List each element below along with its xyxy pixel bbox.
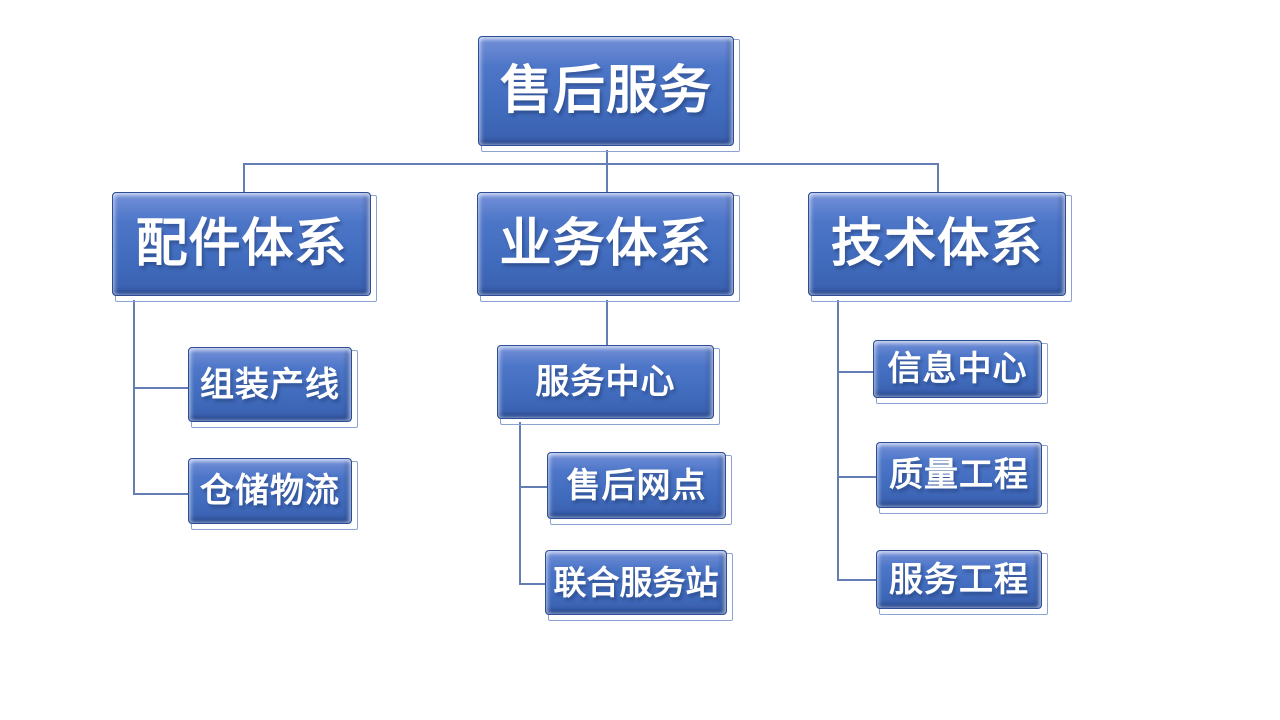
node-face: 仓储物流 xyxy=(188,458,352,524)
node-face: 配件体系 xyxy=(112,192,371,296)
node-aftersales-outlets[interactable]: 售后网点 xyxy=(547,452,732,525)
node-label: 联合服务站 xyxy=(553,564,719,601)
node-business-system[interactable]: 业务体系 xyxy=(477,192,740,302)
connector-quality-stub xyxy=(837,476,876,478)
node-tech-system[interactable]: 技术体系 xyxy=(808,192,1072,302)
node-face: 服务中心 xyxy=(497,345,714,419)
connector-branch3-drop xyxy=(937,163,939,192)
node-face: 联合服务站 xyxy=(545,550,727,615)
node-label: 技术体系 xyxy=(830,215,1043,273)
node-face: 售后服务 xyxy=(478,36,734,146)
connector-info-center-stub xyxy=(837,371,873,373)
node-joint-service-station[interactable]: 联合服务站 xyxy=(545,550,733,621)
node-label: 仓储物流 xyxy=(200,472,340,510)
node-face: 售后网点 xyxy=(547,452,726,519)
node-after-sales-service[interactable]: 售后服务 xyxy=(478,36,740,152)
node-label: 质量工程 xyxy=(889,456,1029,494)
node-assembly-line[interactable]: 组装产线 xyxy=(188,347,358,428)
node-service-engineering[interactable]: 服务工程 xyxy=(876,550,1048,615)
node-service-center[interactable]: 服务中心 xyxy=(497,345,720,425)
node-label: 组装产线 xyxy=(200,365,340,404)
node-info-center[interactable]: 信息中心 xyxy=(873,340,1048,404)
connector-assembly-line-stub xyxy=(133,387,188,389)
node-label: 业务体系 xyxy=(499,215,712,273)
connector-root-drop xyxy=(606,150,608,164)
connector-service-center-spine xyxy=(519,422,521,585)
node-face: 业务体系 xyxy=(477,192,734,296)
connector-joint-station-stub xyxy=(519,583,545,585)
node-face: 信息中心 xyxy=(873,340,1042,398)
node-label: 售后网点 xyxy=(566,466,707,505)
node-label: 配件体系 xyxy=(135,215,348,273)
node-label: 信息中心 xyxy=(887,350,1028,388)
node-face: 服务工程 xyxy=(876,550,1042,609)
connector-branch1-drop xyxy=(243,163,245,192)
node-face: 质量工程 xyxy=(876,442,1042,508)
node-face: 组装产线 xyxy=(188,347,352,422)
connector-branch1-spine xyxy=(133,300,135,495)
node-warehouse-logistics[interactable]: 仓储物流 xyxy=(188,458,358,530)
node-label: 服务中心 xyxy=(535,363,676,401)
connector-outlets-stub xyxy=(519,486,547,488)
node-face: 技术体系 xyxy=(808,192,1066,296)
connector-service-center-drop xyxy=(606,300,608,345)
connector-warehouse-stub xyxy=(133,493,188,495)
connector-branch3-spine xyxy=(837,300,839,581)
connector-bus xyxy=(243,163,939,165)
connector-branch2-drop xyxy=(606,163,608,192)
connector-service-eng-stub xyxy=(837,579,876,581)
node-label: 服务工程 xyxy=(889,560,1029,599)
node-label: 售后服务 xyxy=(499,62,712,120)
node-quality-engineering[interactable]: 质量工程 xyxy=(876,442,1048,514)
node-parts-system[interactable]: 配件体系 xyxy=(112,192,377,302)
